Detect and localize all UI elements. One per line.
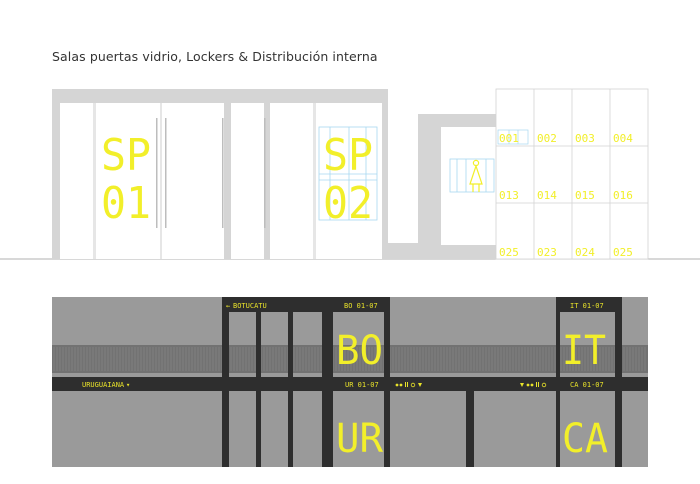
service-icons [395, 382, 547, 388]
direction-bottom-arrow: ▾ [126, 381, 130, 389]
locker-number: 016 [613, 189, 633, 202]
locker-number: 003 [575, 132, 595, 145]
low-wall [388, 243, 418, 259]
ca-big-label: CA [562, 416, 608, 462]
ur-code: UR 01-07 [345, 381, 379, 389]
locker-number: 013 [499, 189, 519, 202]
locker-number: 002 [537, 132, 557, 145]
door-handle [165, 118, 167, 228]
ca-code: CA 01-07 [570, 381, 604, 389]
room-1-line-1: SP [101, 130, 151, 181]
door-handle [156, 118, 158, 228]
locker-number: 025 [499, 246, 519, 259]
direction-bottom-label: URUGUAIANA [82, 381, 125, 389]
direction-left-arrow: ← [226, 302, 230, 310]
door-frames-right [466, 297, 622, 467]
lockers [495, 88, 649, 260]
bo-big-label: BO [336, 328, 383, 374]
room-2-line-1: SP [323, 130, 373, 181]
locker-number: 001 [499, 132, 519, 145]
it-big-label: IT [562, 328, 606, 374]
locker-number: 025 [613, 246, 633, 259]
it-code: IT 01-07 [570, 302, 604, 310]
ur-big-label: UR [336, 416, 384, 462]
room-2-line-2: 02 [323, 178, 373, 229]
locker-number: 014 [537, 189, 557, 202]
locker-number: 023 [537, 246, 557, 259]
direction-left-label: BOTUCATU [233, 302, 267, 310]
locker-numbers: 001 002 003 004 013 014 015 016 025 023 024 025 [499, 132, 633, 259]
restroom-icon [469, 159, 483, 192]
room-1-line-2: 01 [101, 178, 151, 229]
door-frames-left [222, 297, 390, 467]
locker-number: 024 [575, 246, 595, 259]
bo-code: BO 01-07 [344, 302, 378, 310]
restroom-wall [418, 114, 496, 259]
glass-rail-band [52, 345, 648, 373]
locker-number: 015 [575, 189, 595, 202]
type-guide-grid [318, 126, 378, 221]
page-title: Salas puertas vidrio, Lockers & Distribu… [52, 49, 378, 64]
locker-number: 004 [613, 132, 633, 145]
